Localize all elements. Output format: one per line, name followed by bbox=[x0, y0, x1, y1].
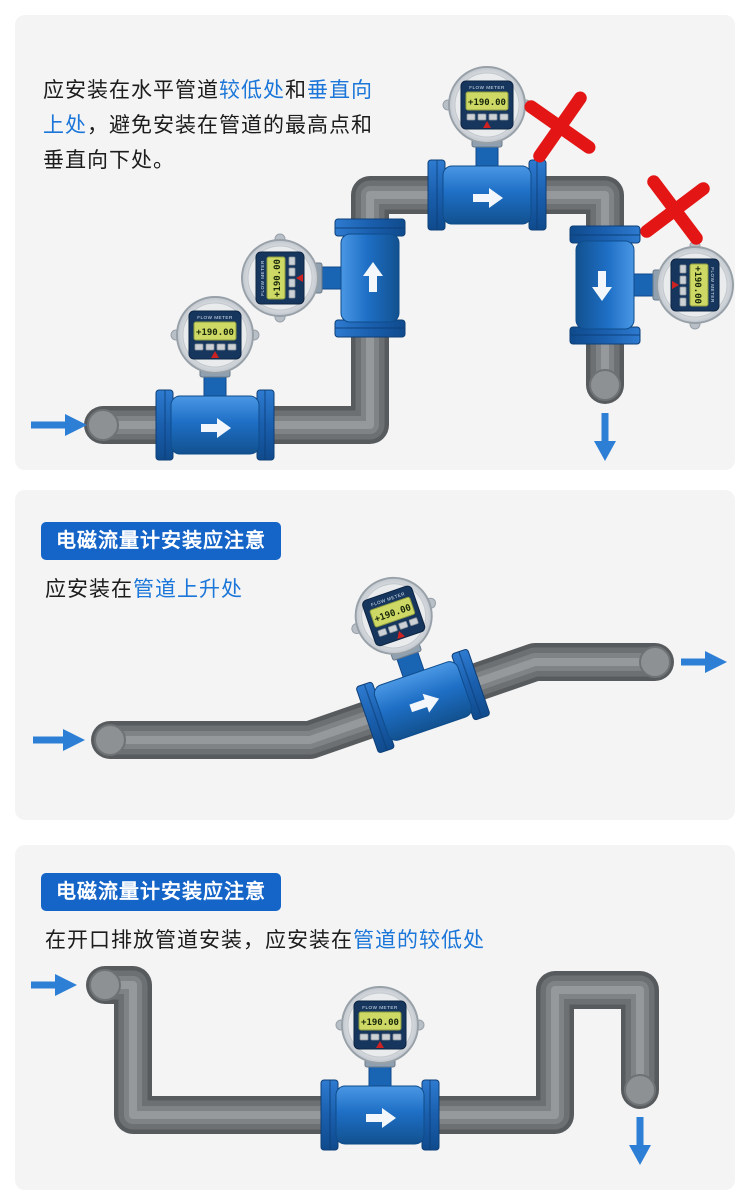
error-x-icon bbox=[524, 91, 596, 163]
pipe-open-end bbox=[589, 369, 621, 401]
flow-arrow-right-icon bbox=[31, 414, 87, 436]
pipe bbox=[86, 966, 659, 1134]
installation-diagram-2 bbox=[33, 559, 727, 759]
install-note: 应安装在管道上升处 bbox=[45, 578, 243, 601]
panel-open-discharge-rule: 电磁流量计安装应注意 在开口排放管道安装，应安装在管道的较低处 bbox=[15, 845, 735, 1190]
flow-meter-icon bbox=[569, 225, 734, 345]
section-badge: 电磁流量计安装应注意 bbox=[41, 522, 281, 560]
pipe-open-end bbox=[94, 724, 126, 756]
pipe-open-end bbox=[624, 1074, 656, 1106]
install-note: 应安装在水平管道较低处和垂直向上处，避免安装在管道的最高点和垂直向下处。 bbox=[43, 79, 373, 172]
flow-arrow-right-icon bbox=[33, 729, 85, 751]
flow-arrow-right-icon bbox=[681, 651, 727, 673]
panel-rising-pipe-rule: 电磁流量计安装应注意 应安装在管道上升处 bbox=[15, 490, 735, 820]
pipe-open-end bbox=[639, 646, 671, 678]
installation-diagram-1 bbox=[31, 66, 734, 461]
flow-meter-icon bbox=[320, 986, 440, 1151]
flow-meter-icon bbox=[427, 66, 547, 231]
install-note: 在开口排放管道安装，应安装在管道的较低处 bbox=[45, 929, 485, 952]
section-badge: 电磁流量计安装应注意 bbox=[41, 873, 281, 911]
error-x-icon bbox=[640, 175, 710, 245]
panel-horizontal-install-rules: 应安装在水平管道较低处和垂直向上处，避免安装在管道的最高点和垂直向下处。 bbox=[15, 15, 735, 470]
flow-meter-icon bbox=[241, 218, 406, 338]
flow-meter-icon bbox=[155, 296, 275, 461]
installation-diagram-3 bbox=[31, 966, 659, 1165]
flow-arrow-down-icon bbox=[594, 413, 616, 461]
flow-arrow-down-icon bbox=[629, 1117, 651, 1165]
pipe-open-end bbox=[87, 409, 119, 441]
pipe-open-end bbox=[89, 969, 121, 1001]
flow-arrow-right-icon bbox=[31, 974, 77, 996]
